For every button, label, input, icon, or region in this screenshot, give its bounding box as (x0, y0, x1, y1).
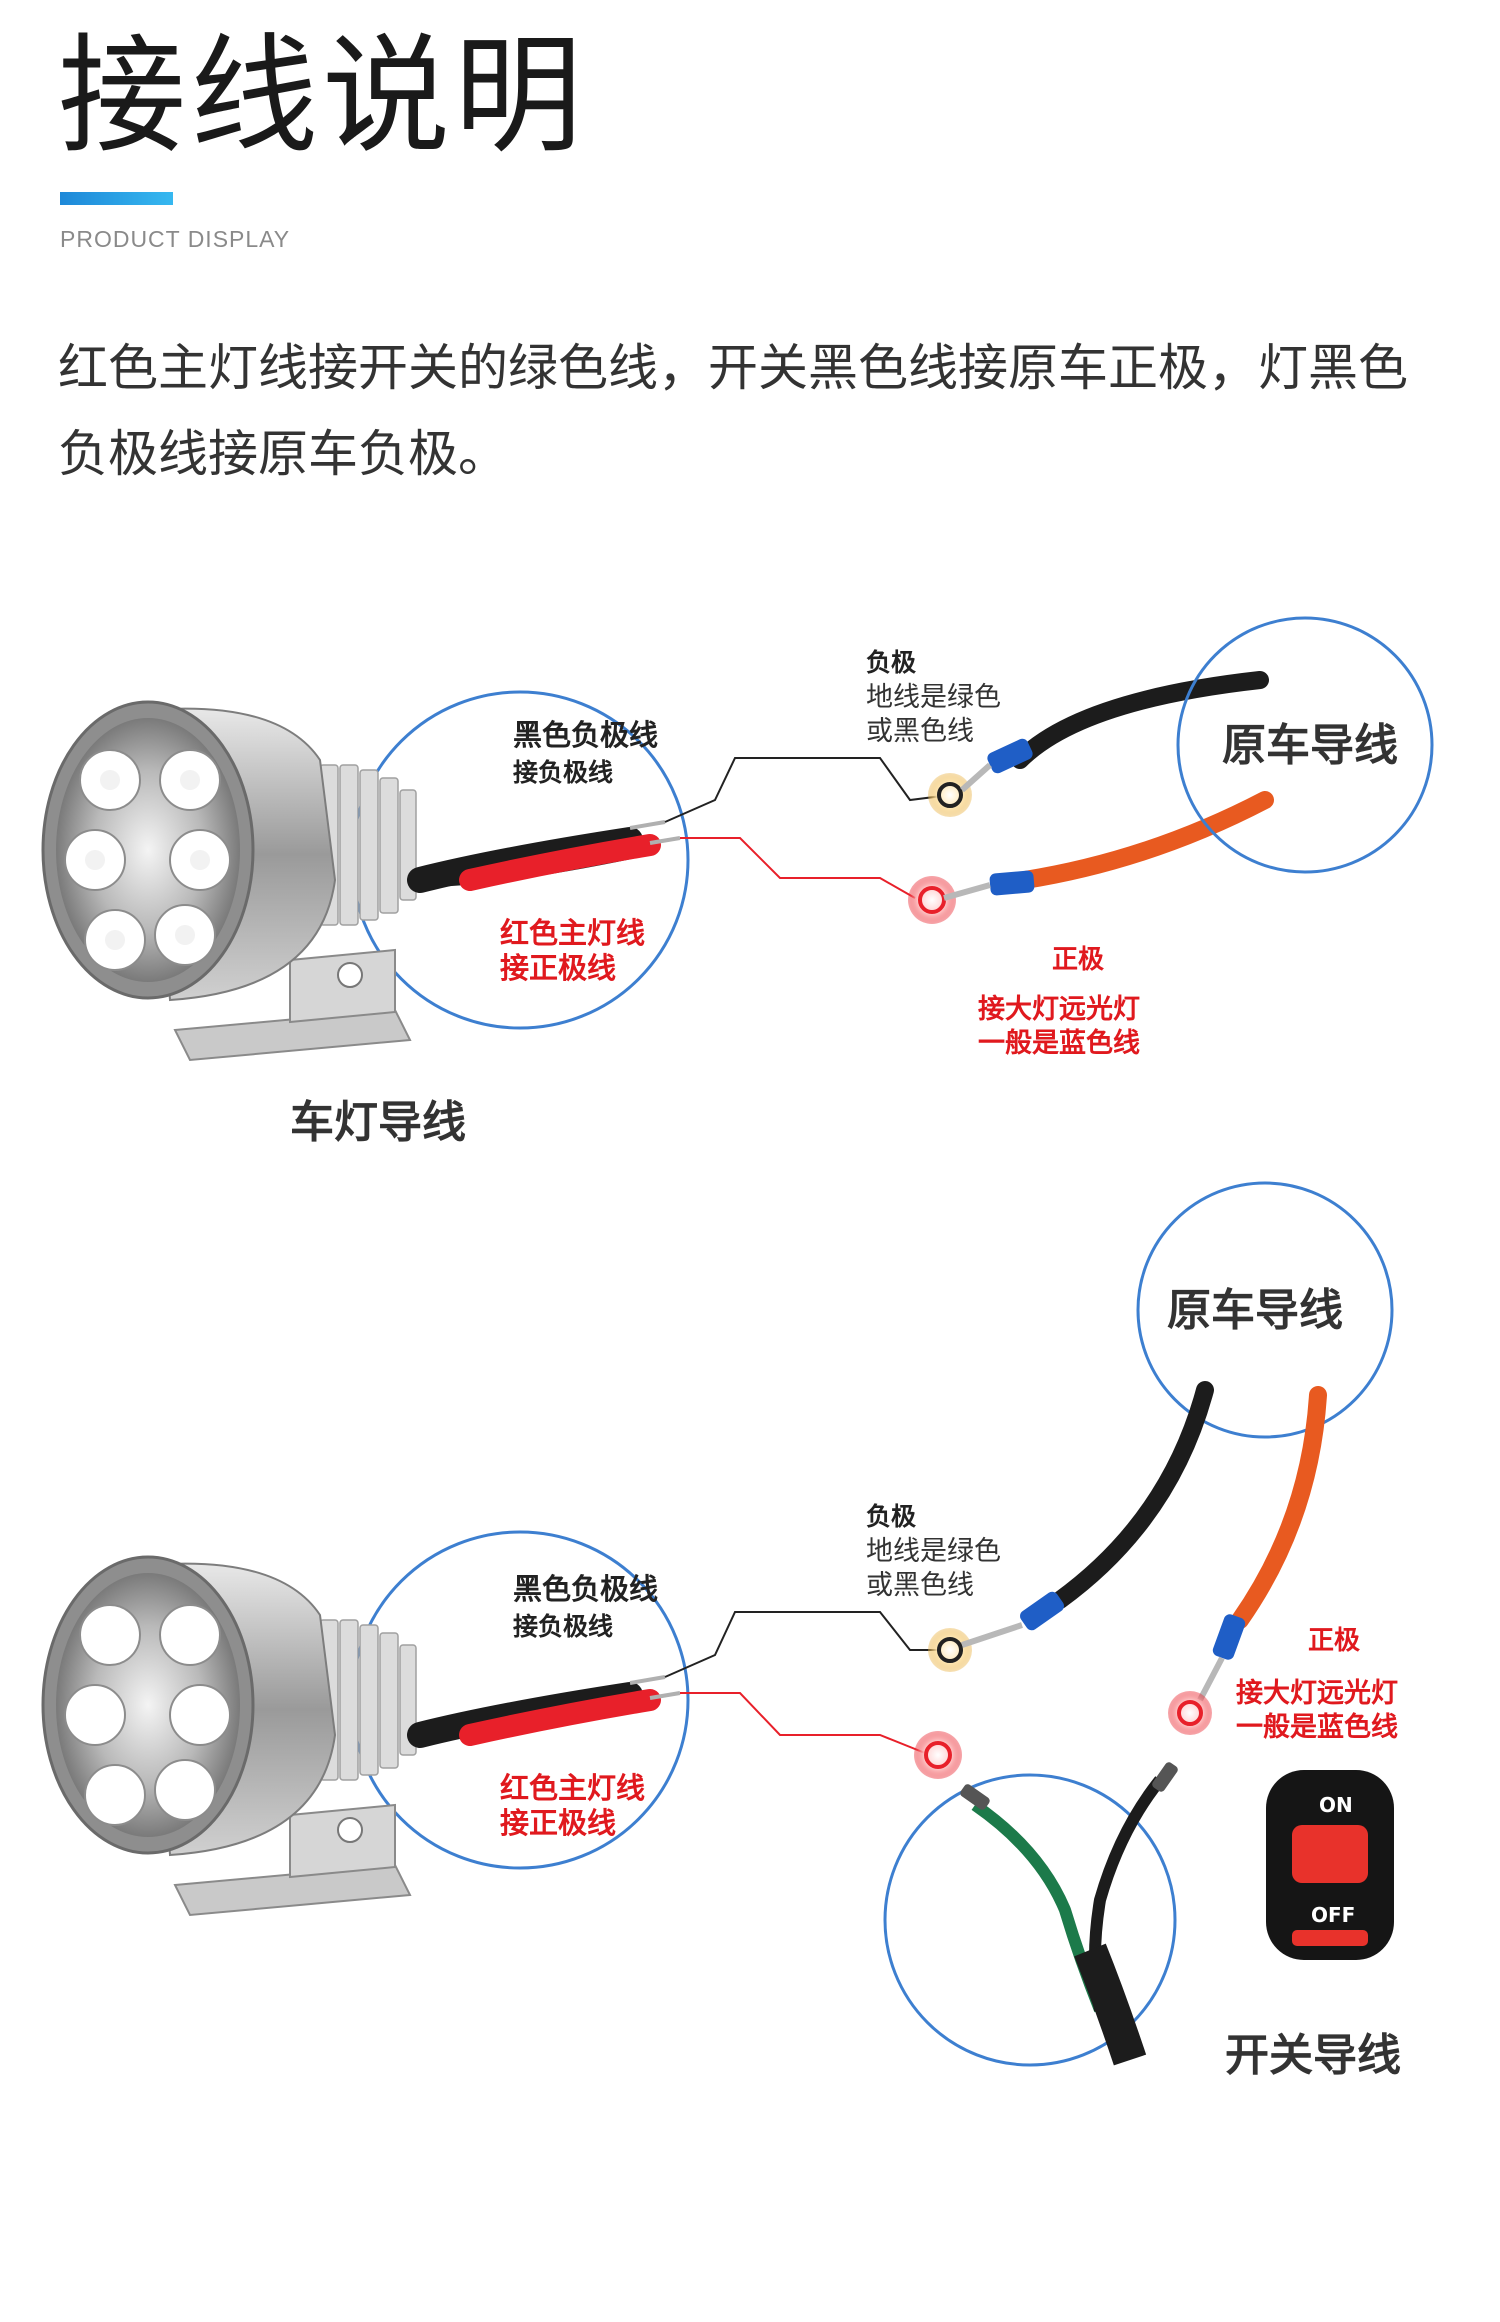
page-title: 接线说明 (58, 22, 587, 171)
positive-note-2: 一般是蓝色线 (978, 1027, 1140, 1059)
description-line-2: 负极线接原车负极。 (58, 425, 508, 483)
lamp-illustration (41, 700, 417, 1062)
black-wire-label-2: 接负极线 (513, 758, 613, 787)
lamp-illustration (41, 1555, 417, 1917)
positive-crimp-connector (1212, 1614, 1246, 1660)
negative-note-1: 地线是绿色 (866, 682, 1001, 713)
red-wire-label-2: 接正极线 (500, 951, 616, 985)
wiring-diagram-direct: 黑色负极线 接负极线 红色主灯线 接正极线 负极 地线是绿色 或黑色线 正极 接… (41, 616, 1434, 1148)
vehicle-wire-label: 原车导线 (1167, 1285, 1343, 1336)
switch-on-label: ON (1319, 1793, 1353, 1817)
red-wire-label-1: 红色主灯线 (500, 1771, 645, 1805)
wiring-diagram-with-switch: 原车导线 (41, 1181, 1401, 2081)
positive-crimp-connector (989, 870, 1035, 896)
red-wire-label-2: 接正极线 (500, 1806, 616, 1840)
vehicle-wires (943, 671, 1274, 901)
negative-note-2: 或黑色线 (866, 1570, 974, 1601)
lamp-wires (407, 1675, 681, 1748)
positive-guide-line (680, 837, 916, 899)
switch-wire-label: 开关导线 (1225, 2030, 1401, 2081)
page-subtitle: PRODUCT DISPLAY (60, 226, 291, 252)
red-wire-label-1: 红色主灯线 (500, 916, 645, 950)
black-wire-label-2: 接负极线 (513, 1612, 613, 1641)
negative-note-1: 地线是绿色 (866, 1536, 1001, 1567)
negative-ring-terminal (937, 1637, 963, 1663)
lamp-wires (407, 820, 681, 893)
negative-crimp-connector (1020, 1591, 1064, 1631)
positive-ring-terminal (1177, 1700, 1203, 1726)
negative-crimp-connector (987, 738, 1033, 774)
vehicle-wires (961, 1381, 1327, 1702)
switch-guide-line (680, 1692, 931, 1756)
negative-guide-line (664, 1611, 950, 1678)
handlebar-switch: ON OFF (1266, 1770, 1394, 1960)
switch-wires (960, 1762, 1178, 2066)
black-wire-label-1: 黑色负极线 (513, 718, 658, 752)
negative-note-2: 或黑色线 (866, 716, 974, 747)
switch-ring-terminal (924, 1741, 952, 1769)
switch-wire-zoom-circle (883, 1773, 1177, 2067)
switch-terminal-glow (914, 1731, 962, 1779)
positive-terminal-glow (1168, 1691, 1212, 1735)
positive-ring-terminal (918, 886, 946, 914)
positive-terminal-glow (908, 876, 956, 924)
vehicle-wire-label: 原车导线 (1222, 720, 1398, 771)
wiring-description: 红色主灯线接开关的绿色线，开关黑色线接原车正极，灯黑色 负极线接原车负极。 (58, 325, 1458, 497)
positive-title: 正极 (1052, 945, 1105, 975)
positive-note-1: 接大灯远光灯 (1236, 1678, 1398, 1709)
negative-title: 负极 (866, 1502, 916, 1531)
black-wire-label-1: 黑色负极线 (513, 1572, 658, 1606)
switch-off-label: OFF (1311, 1903, 1355, 1927)
positive-title: 正极 (1308, 1626, 1361, 1656)
negative-guide-line (664, 757, 951, 823)
positive-note-2: 一般是蓝色线 (1236, 1711, 1398, 1743)
lamp-wire-label: 车灯导线 (290, 1097, 466, 1148)
negative-title: 负极 (866, 648, 916, 677)
vehicle-wire-zoom-circle (1176, 616, 1434, 874)
negative-terminal-glow (928, 1628, 972, 1672)
negative-ring-terminal (937, 782, 963, 808)
title-accent-bar (60, 192, 173, 205)
description-line-1: 红色主灯线接开关的绿色线，开关黑色线接原车正极，灯黑色 (58, 339, 1408, 397)
vehicle-wire-zoom-circle (1136, 1181, 1394, 1439)
negative-terminal-glow (928, 773, 972, 817)
positive-note-1: 接大灯远光灯 (978, 994, 1140, 1025)
